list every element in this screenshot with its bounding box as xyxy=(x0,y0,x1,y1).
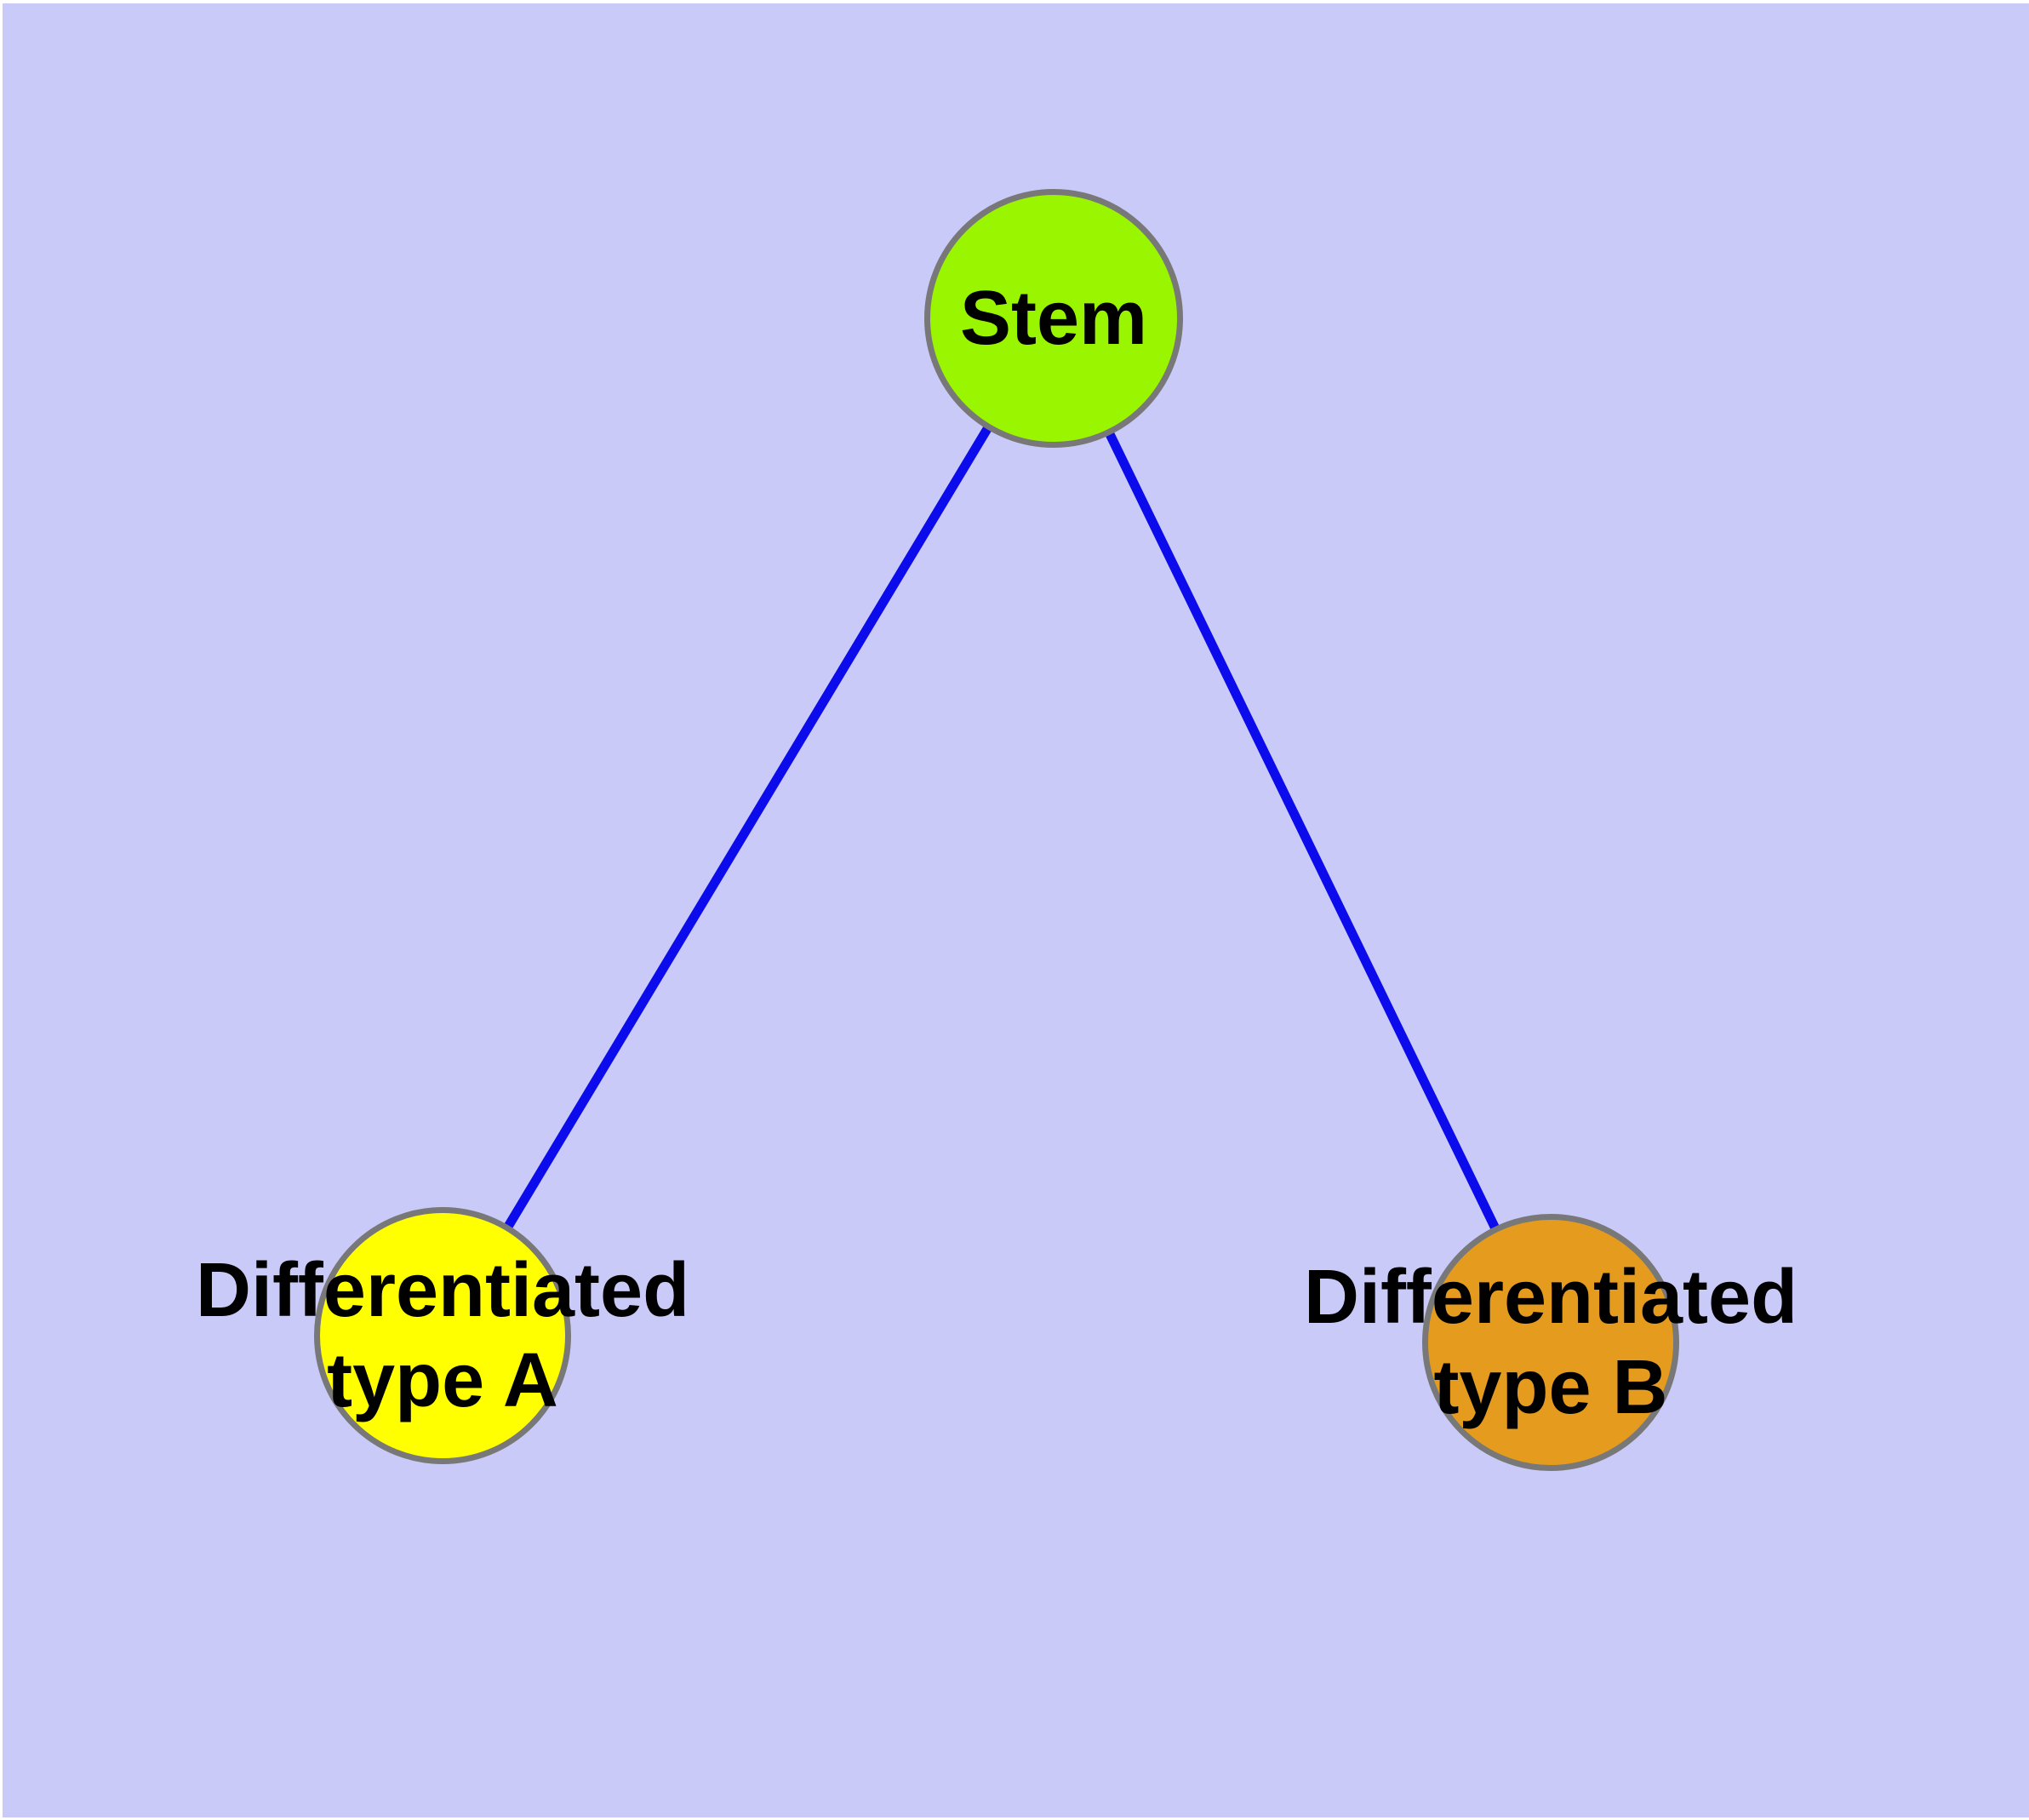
node-differentiated-type-a-circle[interactable] xyxy=(314,1207,571,1464)
node-differentiated-type-a-label: Differentiated type A xyxy=(195,1248,690,1423)
node-differentiated-type-b-circle[interactable] xyxy=(1422,1214,1679,1471)
node-differentiated-type-b-label: Differentiated type B xyxy=(1303,1255,1798,1430)
edge-stem-to-typeA[interactable] xyxy=(438,316,1058,1338)
node-stem-circle[interactable] xyxy=(924,189,1183,448)
edges-layer xyxy=(438,316,1555,1345)
node-stem-label: Stem xyxy=(959,276,1148,361)
edge-stem-to-typeB[interactable] xyxy=(1049,316,1555,1345)
diagram-canvas: Stem Differentiated type A Differentiate… xyxy=(3,3,2029,1817)
